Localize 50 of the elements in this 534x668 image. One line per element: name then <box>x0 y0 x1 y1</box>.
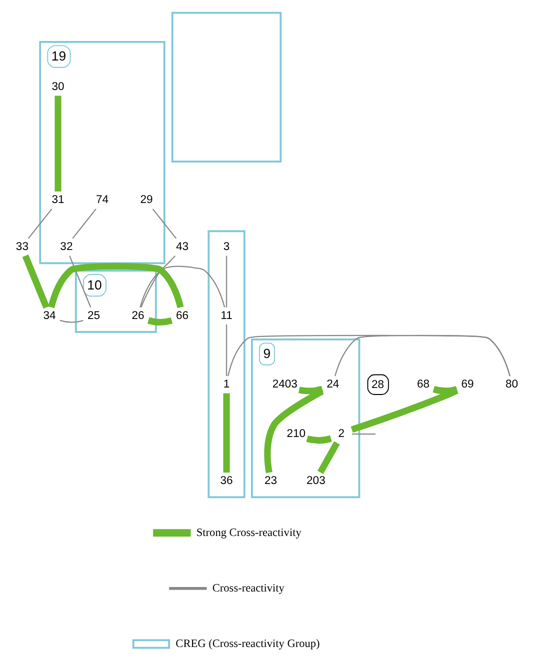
node-text: 33 <box>16 240 29 253</box>
node-text: 69 <box>461 378 474 390</box>
node-text: 29 <box>140 194 153 206</box>
connector <box>352 433 376 434</box>
connector <box>48 262 184 308</box>
node-text: 68 <box>416 378 430 390</box>
node-text: 43 <box>176 240 189 253</box>
node-text: 31 <box>52 194 64 206</box>
node-text: 1 <box>223 378 230 390</box>
connector <box>28 208 52 238</box>
node-text: 24 <box>326 378 340 390</box>
node-text: 26 <box>132 309 144 322</box>
node-text: 23 <box>264 474 278 487</box>
node-text: 3 <box>223 240 230 253</box>
node-text: 30 <box>52 80 64 93</box>
connector <box>140 254 176 308</box>
node-text: 80 <box>505 378 518 390</box>
connector <box>152 208 177 238</box>
connector <box>148 316 173 326</box>
connector <box>140 265 226 307</box>
connector <box>228 334 510 376</box>
legend-label: Cross-reactivity <box>212 582 284 594</box>
node-text: 203 <box>306 474 326 487</box>
node-text: 210 <box>286 427 306 440</box>
label: 28 <box>372 378 384 391</box>
node-text: 66 <box>176 309 189 322</box>
node-text: 2 <box>338 427 345 440</box>
connector <box>298 385 324 394</box>
node-box <box>171 11 282 162</box>
node-text: 34 <box>43 309 56 322</box>
legend-label: CREG (Cross-reactivity Group) <box>176 637 320 650</box>
connector <box>54 95 62 191</box>
connector <box>223 392 230 472</box>
connector <box>69 255 92 308</box>
node-text: 2403 <box>272 378 298 390</box>
node-text: 32 <box>60 240 73 253</box>
legend-label: Strong Cross-reactivity <box>196 526 302 538</box>
node-text: 36 <box>220 474 233 487</box>
node-text: 74 <box>96 194 109 206</box>
connector <box>226 324 228 376</box>
connector <box>60 319 84 322</box>
connector <box>432 386 458 394</box>
connector <box>72 208 96 238</box>
connector <box>306 434 332 444</box>
connector <box>22 254 50 308</box>
connector <box>317 440 340 474</box>
connector <box>226 255 228 307</box>
node-text: 25 <box>87 309 100 322</box>
node-text: 11 <box>220 309 232 322</box>
cluster <box>208 230 246 498</box>
